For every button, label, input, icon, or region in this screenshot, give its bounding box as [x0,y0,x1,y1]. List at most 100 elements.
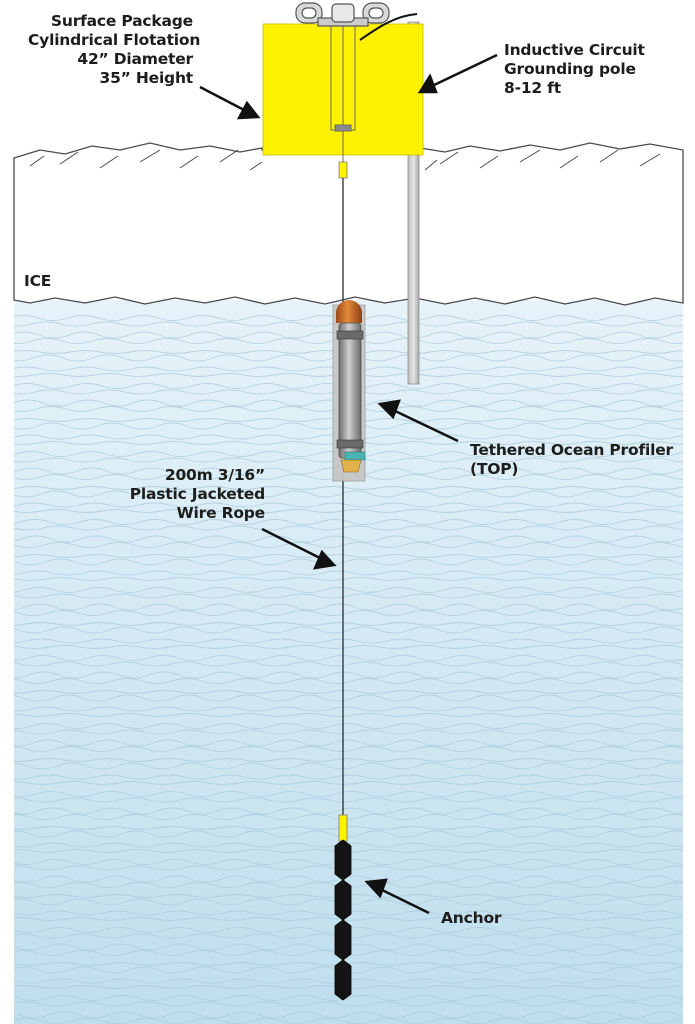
ice-sheet [13,142,684,306]
wave-line [14,645,683,649]
wave-line [14,422,683,430]
wave-line [14,626,683,634]
grounding-pole [407,21,420,385]
wave-line [14,638,683,644]
wave-line [14,451,683,457]
wave-line [14,791,683,797]
wave-line [14,814,683,820]
wave-line [14,509,683,513]
anchor-weights [334,839,352,1001]
wave-line [14,467,683,475]
wave-line [14,383,683,389]
grounding-pole-label: Inductive Circuit Grounding pole 8-12 ft [504,41,645,97]
wave-line [14,694,683,702]
wave-line [14,525,683,531]
wave-line [14,554,683,558]
wave-line [14,678,683,684]
wave-line [14,729,683,735]
wave-line [14,713,683,717]
profiler-tube [338,322,362,459]
wave-line [14,558,683,566]
wave-line [14,706,683,712]
profiler-collar-top [336,330,364,340]
wave-line [14,826,683,830]
profiler-sensor [344,451,366,461]
profiler-bottom-cap [340,459,362,473]
callout-arrows [199,53,498,915]
wave-line [14,882,683,888]
wave-line [14,593,683,599]
wave-line [14,622,683,626]
ice-label: ICE [24,272,52,290]
wave-line [14,434,683,440]
wave-line [14,758,683,762]
wave-line [14,807,683,815]
wave-line [14,690,683,694]
wave-line [14,315,683,321]
wave-line [14,849,683,853]
wave-line [14,519,683,525]
wave-line [14,542,683,548]
wave-line [14,1018,683,1024]
wave-line [14,917,683,921]
profiler-dome [336,300,362,323]
wave-line [14,486,683,490]
wave-line [14,490,683,498]
surface-package-label: Surface Package Cylindrical Flotation 42… [28,12,201,87]
wave-line [14,859,683,865]
wave-line [14,441,683,445]
wave-line [14,875,683,883]
ice-texture [29,149,661,171]
wave-line [14,418,683,422]
wave-line [14,985,683,989]
pole-cable [359,13,418,41]
wave-line [14,774,683,780]
wave-line [14,950,683,956]
profiler-collar-bottom [336,439,364,449]
wave-line [14,762,683,770]
wave-line [14,535,683,543]
wave-line [14,399,683,407]
anchor-label: Anchor [441,909,502,927]
wave-line [14,587,683,593]
wave-line [14,350,683,354]
wire-rope-label: 200m 3/16” Plastic Jacketed Wire Rope [129,466,266,522]
wave-line [14,655,683,661]
wave-line [14,746,683,752]
wave-line [14,933,683,939]
wave-line [14,943,683,951]
wave-line [14,366,683,372]
wave-line [14,577,683,581]
wave-line [14,781,683,785]
wave-line [14,603,683,611]
wave-line [14,830,683,838]
anchor-coupling [338,814,348,842]
wave-line [14,1011,683,1019]
wave-line [14,457,683,463]
wave-line [14,927,683,933]
wave-line [14,898,683,906]
wave-line [14,474,683,480]
wave-line [14,570,683,576]
wave-line [14,661,683,667]
wave-line [14,978,683,984]
profiler-label: Tethered Ocean Profiler (TOP) [470,441,673,478]
wave-line [14,910,683,916]
wave-line [14,610,683,616]
wave-line [14,331,683,339]
wave-line [14,865,683,871]
wave-line [14,797,683,803]
wave-line [14,723,683,729]
wave-line [14,962,683,966]
wave-line [14,739,683,747]
surface-coupling [338,161,348,179]
wave-line [14,406,683,412]
wave-line [14,995,683,1001]
wave-line [14,502,683,508]
wave-line [14,966,683,974]
wave-line [14,671,683,679]
wave-line [14,842,683,848]
wave-line [14,1001,683,1007]
lifting-bails [295,2,390,27]
